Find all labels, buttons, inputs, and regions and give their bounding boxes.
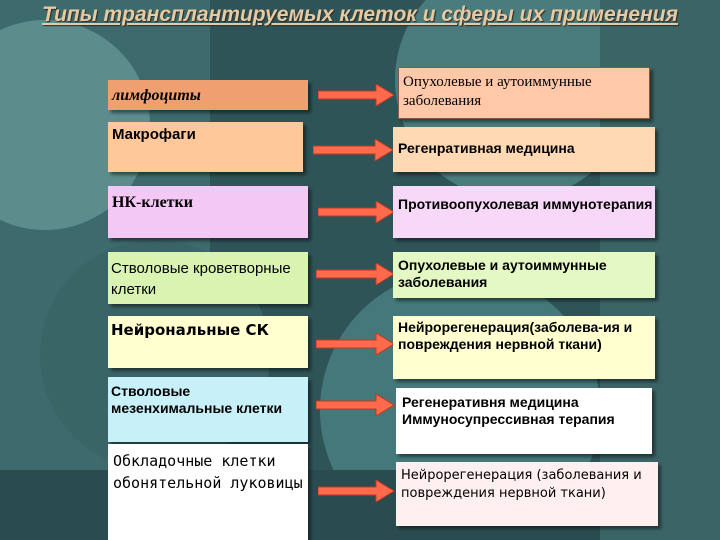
arrow-right-icon: [318, 201, 395, 223]
arrow-right-icon: [316, 263, 395, 285]
arrow-right-icon: [313, 139, 394, 161]
application-label: Регенративная медицина: [398, 140, 575, 156]
arrow-right-icon: [316, 394, 395, 416]
cell-type-label: лимфоциты: [112, 87, 201, 104]
arrow-right-icon: [318, 480, 395, 502]
cell-type-macrophages: Макрофаги: [108, 122, 303, 172]
cell-type-lymphocytes: лимфоциты: [108, 80, 308, 110]
cell-type-olfactory-ensheathing-cells: Обкладочные клетки обонятельной луковицы: [108, 444, 308, 540]
cell-type-nk-cells: НК-клетки: [108, 186, 308, 238]
cell-type-label: Нейрональные СК: [111, 321, 269, 339]
application-label: Нейрорегенерация(заболева-ия и поврежден…: [398, 319, 633, 352]
application-5: Нейрорегенерация(заболева-ия и поврежден…: [393, 316, 655, 379]
application-label: Нейрорегенерация (заболевания и поврежде…: [401, 468, 642, 501]
arrow-right-icon: [318, 84, 395, 106]
cell-type-label: Стволовые мезенхимальные клетки: [111, 383, 283, 416]
cell-type-hematopoietic-stem-cells: Стволовые кроветворные клетки: [108, 252, 308, 304]
arrow-right-icon: [316, 333, 395, 355]
application-6: Регенеративня медицина Иммуносупрессивна…: [396, 388, 652, 454]
cell-type-label: Обкладочные клетки обонятельной луковицы: [113, 452, 303, 492]
cell-type-label: Стволовые кроветворные клетки: [111, 260, 291, 298]
application-2: Регенративная медицина: [393, 127, 655, 172]
application-1: Опухолевые и аутоиммунные заболевания: [398, 67, 650, 119]
cell-type-mesenchymal-stem-cells: Стволовые мезенхимальные клетки: [108, 377, 308, 442]
cell-type-neural-stem-cells: Нейрональные СК: [108, 316, 308, 368]
application-label: Противоопухолевая иммунотерапия: [398, 196, 653, 212]
slide-title: Типы трансплантируемых клеток и сферы их…: [42, 3, 678, 26]
cell-type-label: НК-клетки: [112, 194, 193, 211]
application-label: Опухолевые и аутоиммунные заболевания: [403, 74, 592, 109]
application-3: Противоопухолевая иммунотерапия: [393, 186, 655, 238]
cell-type-label: Макрофаги: [112, 126, 196, 143]
application-label: Регенеративня медицина Иммуносупрессивна…: [402, 394, 615, 427]
application-7: Нейрорегенерация (заболевания и поврежде…: [396, 462, 658, 526]
application-label: Опухолевые и аутоиммунные заболевания: [398, 257, 607, 290]
application-4: Опухолевые и аутоиммунные заболевания: [393, 252, 655, 298]
